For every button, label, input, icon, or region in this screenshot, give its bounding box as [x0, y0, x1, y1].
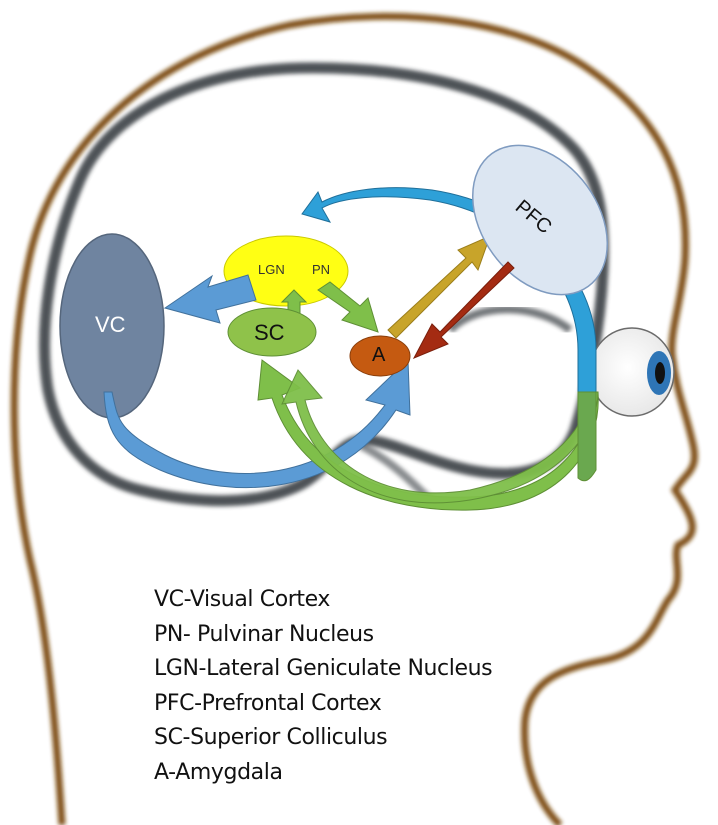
legend-item-pn: PN- Pulvinar Nucleus — [154, 618, 492, 653]
arrow-eye-to-lgn-lower — [578, 392, 596, 481]
brain-inner-contour — [450, 309, 570, 330]
legend-item-vc: VC-Visual Cortex — [154, 583, 492, 618]
legend-item-lgn: LGN-Lateral Geniculate Nucleus — [154, 652, 492, 687]
legend: VC-Visual Cortex PN- Pulvinar Nucleus LG… — [154, 583, 492, 790]
arrow-amygdala-to-pfc — [388, 236, 490, 338]
eye-icon — [590, 328, 674, 416]
legend-item-a: A-Amygdala — [154, 756, 492, 791]
sc-node — [228, 308, 316, 356]
arrow-pn-to-amygdala — [318, 282, 378, 332]
legend-item-pfc: PFC-Prefrontal Cortex — [154, 687, 492, 722]
legend-item-sc: SC-Superior Colliculus — [154, 721, 492, 756]
vc-node — [60, 234, 164, 418]
amygdala-node — [350, 336, 410, 376]
